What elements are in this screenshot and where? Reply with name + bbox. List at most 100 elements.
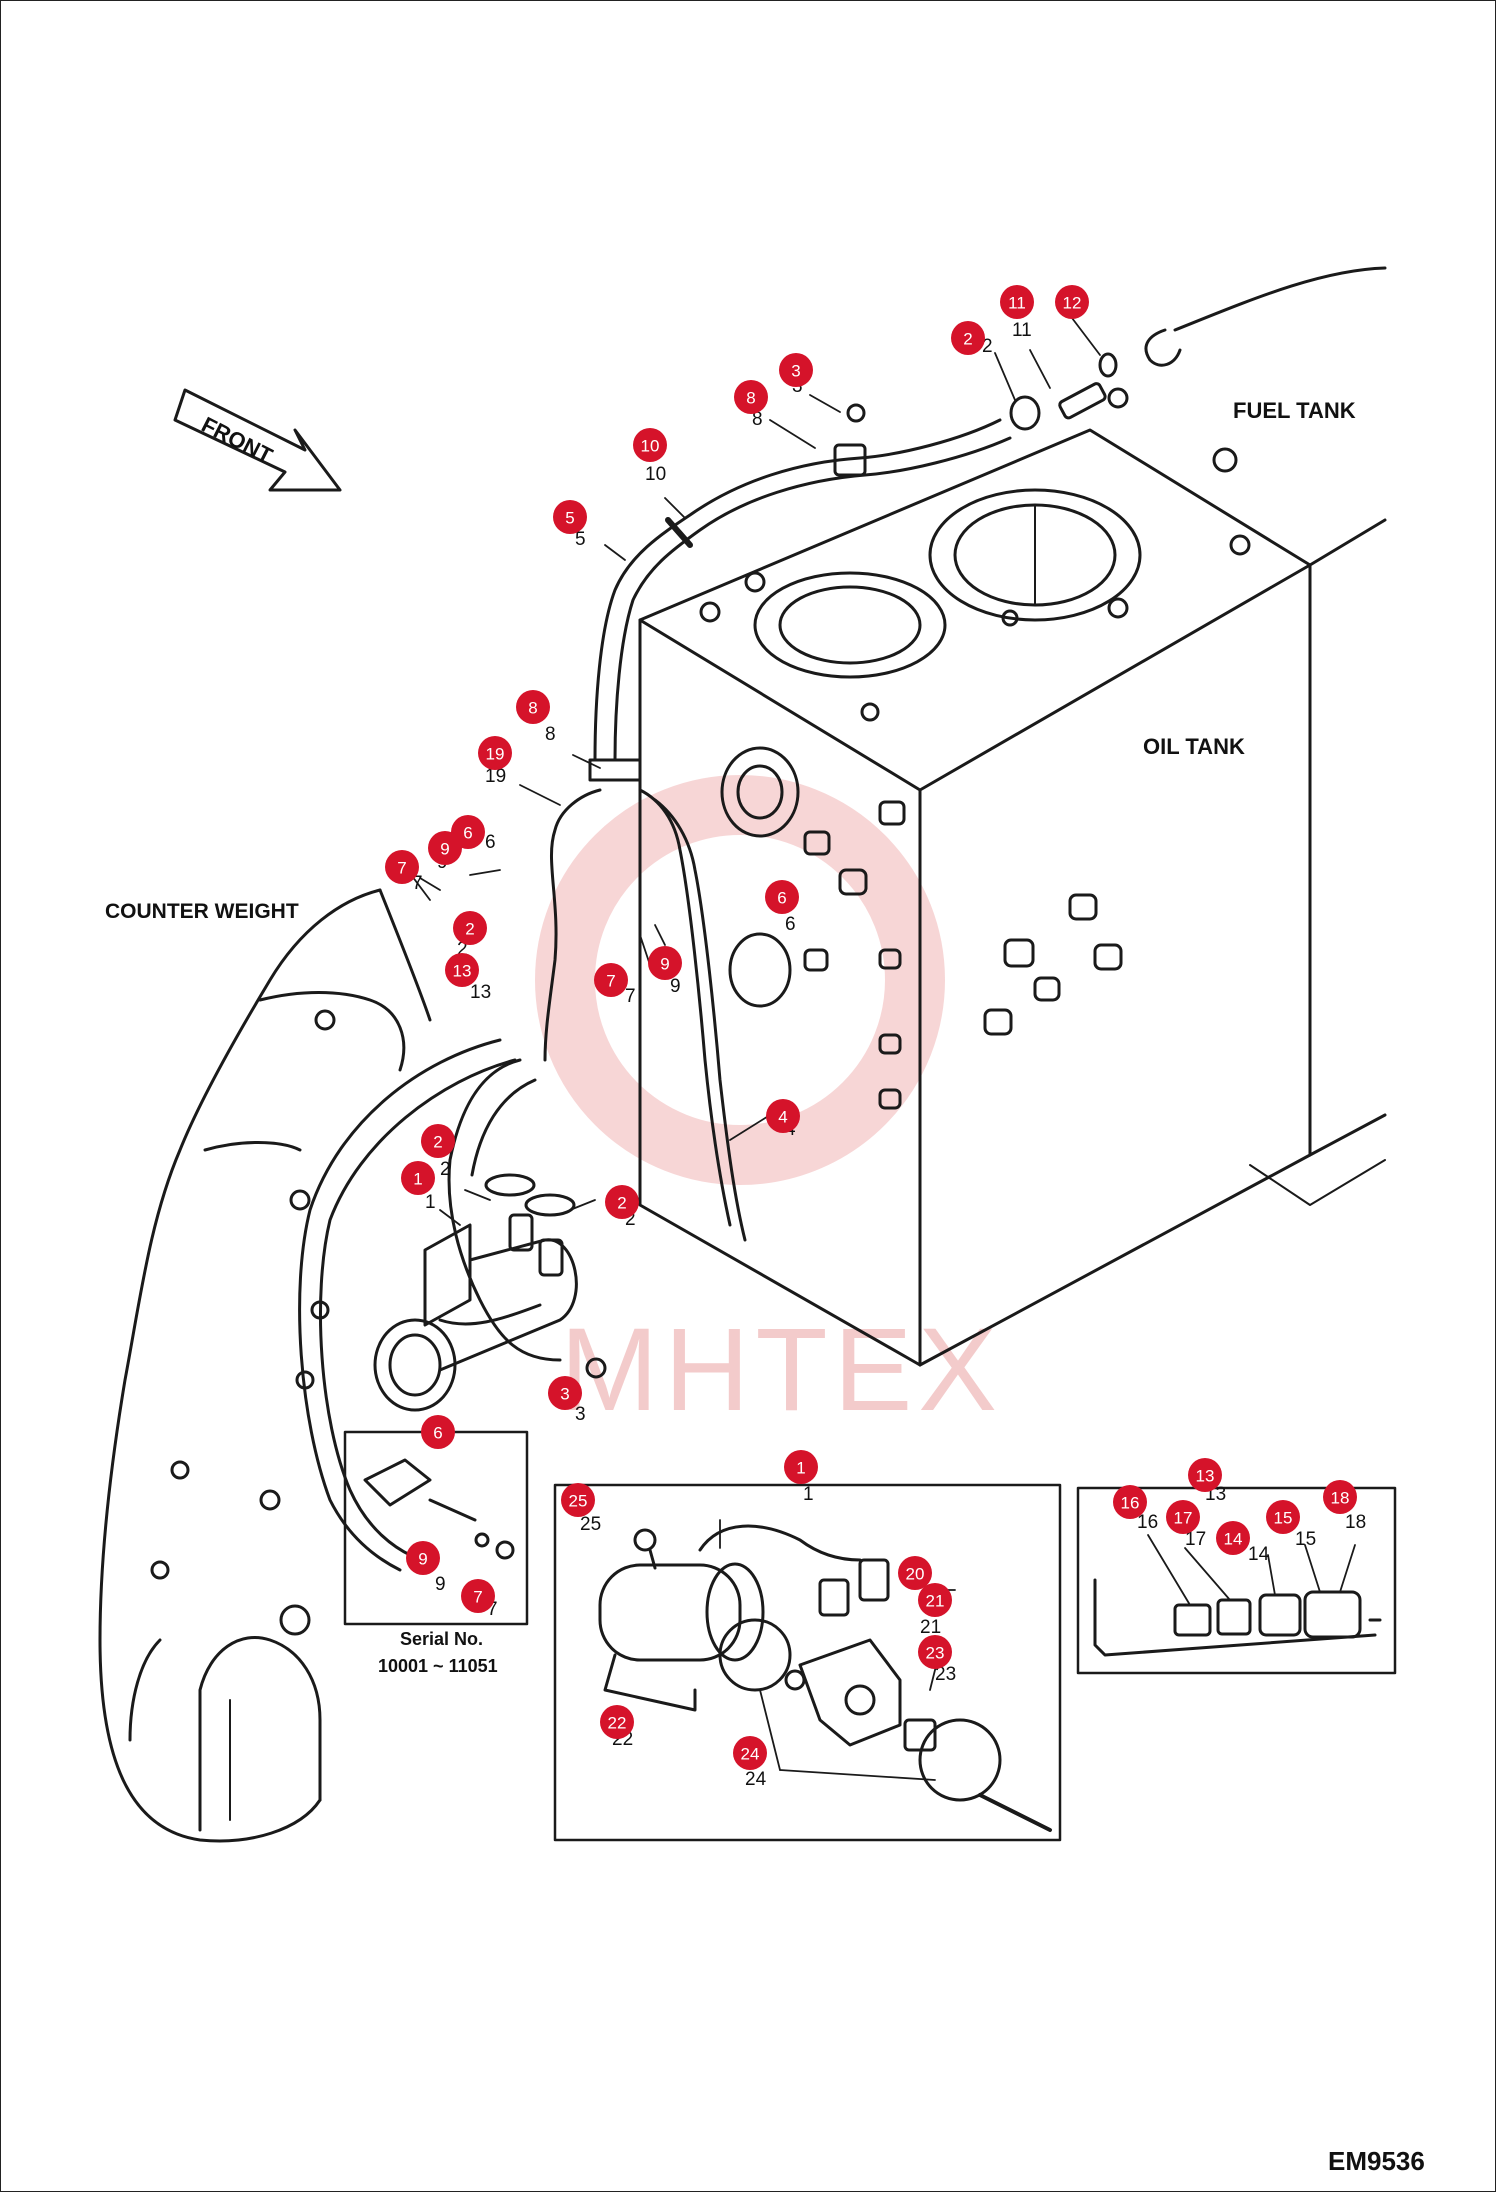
callout-circle bbox=[1266, 1500, 1300, 1534]
callout-circle bbox=[605, 1185, 639, 1219]
serial-range: 10001 ~ 11051 bbox=[378, 1656, 498, 1676]
callout-number: 6 bbox=[777, 889, 786, 908]
callout-badge[interactable]: 11 bbox=[1000, 285, 1034, 319]
callout-circle bbox=[421, 1415, 455, 1449]
callout-badge[interactable]: 1 bbox=[401, 1161, 435, 1195]
callout-circle bbox=[453, 911, 487, 945]
counter-weight bbox=[98, 888, 432, 1843]
callout-badge[interactable]: 25 bbox=[561, 1483, 595, 1517]
serial-title: Serial No. bbox=[400, 1629, 483, 1649]
callout-badge[interactable]: 2 bbox=[453, 911, 487, 945]
callout-badge[interactable]: 2 bbox=[951, 321, 985, 355]
callout-badge[interactable]: 8 bbox=[516, 690, 550, 724]
part-number: 5 bbox=[575, 529, 586, 550]
counter-weight-label: COUNTER WEIGHT bbox=[105, 900, 299, 923]
callout-number: 6 bbox=[463, 824, 472, 843]
callout-number: 12 bbox=[1063, 294, 1082, 313]
callout-badge[interactable]: 7 bbox=[594, 963, 628, 997]
callout-badge[interactable]: 20 bbox=[898, 1556, 932, 1590]
callout-circle bbox=[445, 953, 479, 987]
callout-badge[interactable]: 12 bbox=[1055, 285, 1089, 319]
callout-number: 1 bbox=[413, 1170, 422, 1189]
callout-number: 10 bbox=[641, 437, 660, 456]
callout-badge[interactable]: 15 bbox=[1266, 1500, 1300, 1534]
callout-badge[interactable]: 8 bbox=[734, 380, 768, 414]
return-hose bbox=[298, 788, 747, 1572]
callout-badge[interactable]: 21 bbox=[918, 1583, 952, 1617]
callout-number: 14 bbox=[1224, 1530, 1243, 1549]
callout-number: 9 bbox=[418, 1550, 427, 1569]
callout-badge[interactable]: 5 bbox=[553, 500, 587, 534]
part-number: 8 bbox=[752, 409, 763, 430]
callout-badge[interactable]: 9 bbox=[406, 1541, 440, 1575]
part-number: 7 bbox=[412, 873, 423, 894]
part-number: 21 bbox=[920, 1617, 941, 1638]
callout-badge[interactable]: 17 bbox=[1166, 1500, 1200, 1534]
callout-badge[interactable]: 6 bbox=[765, 880, 799, 914]
callout-number: 3 bbox=[560, 1385, 569, 1404]
part-number: 2 bbox=[625, 1209, 636, 1230]
callout-circle bbox=[1166, 1500, 1200, 1534]
callout-badge[interactable]: 13 bbox=[445, 953, 479, 987]
callout-circle bbox=[478, 736, 512, 770]
front-arrow-icon bbox=[173, 388, 342, 492]
solenoid-detail-inset bbox=[1076, 1486, 1397, 1675]
callout-badge[interactable]: 4 bbox=[766, 1099, 800, 1133]
part-number: 16 bbox=[1137, 1512, 1158, 1533]
callout-circle bbox=[784, 1450, 818, 1484]
callout-badge[interactable]: 2 bbox=[421, 1124, 455, 1158]
part-number: 8 bbox=[545, 724, 556, 745]
callout-badge[interactable]: 7 bbox=[461, 1579, 495, 1613]
callout-number: 15 bbox=[1274, 1509, 1293, 1528]
front-label: FRONT bbox=[198, 412, 277, 469]
callout-badge[interactable]: 24 bbox=[733, 1736, 767, 1770]
callout-badge[interactable]: 14 bbox=[1216, 1521, 1250, 1555]
callout-badge[interactable]: 19 bbox=[478, 736, 512, 770]
text-labels: FRONT FUEL TANK OIL TANK COUNTER WEIGHT … bbox=[105, 398, 1425, 2176]
callout-circle bbox=[516, 690, 550, 724]
callout-badge[interactable]: 18 bbox=[1323, 1480, 1357, 1514]
callout-circle bbox=[1000, 285, 1034, 319]
callout-badge[interactable]: 9 bbox=[648, 946, 682, 980]
callout-number: 8 bbox=[746, 389, 755, 408]
callout-badge[interactable]: 3 bbox=[779, 353, 813, 387]
callout-number: 7 bbox=[473, 1588, 482, 1607]
callout-badge[interactable]: 1 bbox=[784, 1450, 818, 1484]
callout-circle bbox=[918, 1583, 952, 1617]
callout-badge[interactable]: 16 bbox=[1113, 1485, 1147, 1519]
callout-circle bbox=[918, 1635, 952, 1669]
callout-badge[interactable]: 10 bbox=[633, 428, 667, 462]
callout-circle bbox=[734, 380, 768, 414]
part-number: 6 bbox=[785, 914, 796, 935]
drawing-code: EM9536 bbox=[1328, 2146, 1425, 2176]
callout-number: 2 bbox=[963, 330, 972, 349]
callout-number: 13 bbox=[453, 962, 472, 981]
callout-badge[interactable]: 3 bbox=[548, 1376, 582, 1410]
part-number: 23 bbox=[935, 1664, 956, 1685]
callout-number: 9 bbox=[660, 955, 669, 974]
callout-circle bbox=[594, 963, 628, 997]
callout-badge[interactable]: 6 bbox=[421, 1415, 455, 1449]
callout-number: 7 bbox=[397, 859, 406, 878]
part-number: 19 bbox=[485, 766, 506, 787]
callout-badge[interactable]: 22 bbox=[600, 1705, 634, 1739]
callout-number: 2 bbox=[617, 1194, 626, 1213]
callout-number: 21 bbox=[926, 1592, 945, 1611]
callout-circle bbox=[401, 1161, 435, 1195]
part-number: 2 bbox=[440, 1159, 451, 1180]
part-number: 11 bbox=[1012, 320, 1032, 341]
callout-number: 11 bbox=[1008, 294, 1026, 313]
part-number: 24 bbox=[745, 1769, 767, 1790]
callout-number: 6 bbox=[433, 1424, 442, 1443]
callout-badge[interactable]: 7 bbox=[385, 850, 419, 884]
part-number: 7 bbox=[625, 986, 636, 1007]
callout-badge[interactable]: 13 bbox=[1188, 1458, 1222, 1492]
callout-badge[interactable]: 2 bbox=[605, 1185, 639, 1219]
fuel-hose bbox=[588, 266, 1387, 782]
part-number: 25 bbox=[580, 1514, 601, 1535]
callout-badge[interactable]: 9 bbox=[428, 831, 462, 865]
callout-number: 16 bbox=[1121, 1494, 1140, 1513]
callout-badge[interactable]: 23 bbox=[918, 1635, 952, 1669]
